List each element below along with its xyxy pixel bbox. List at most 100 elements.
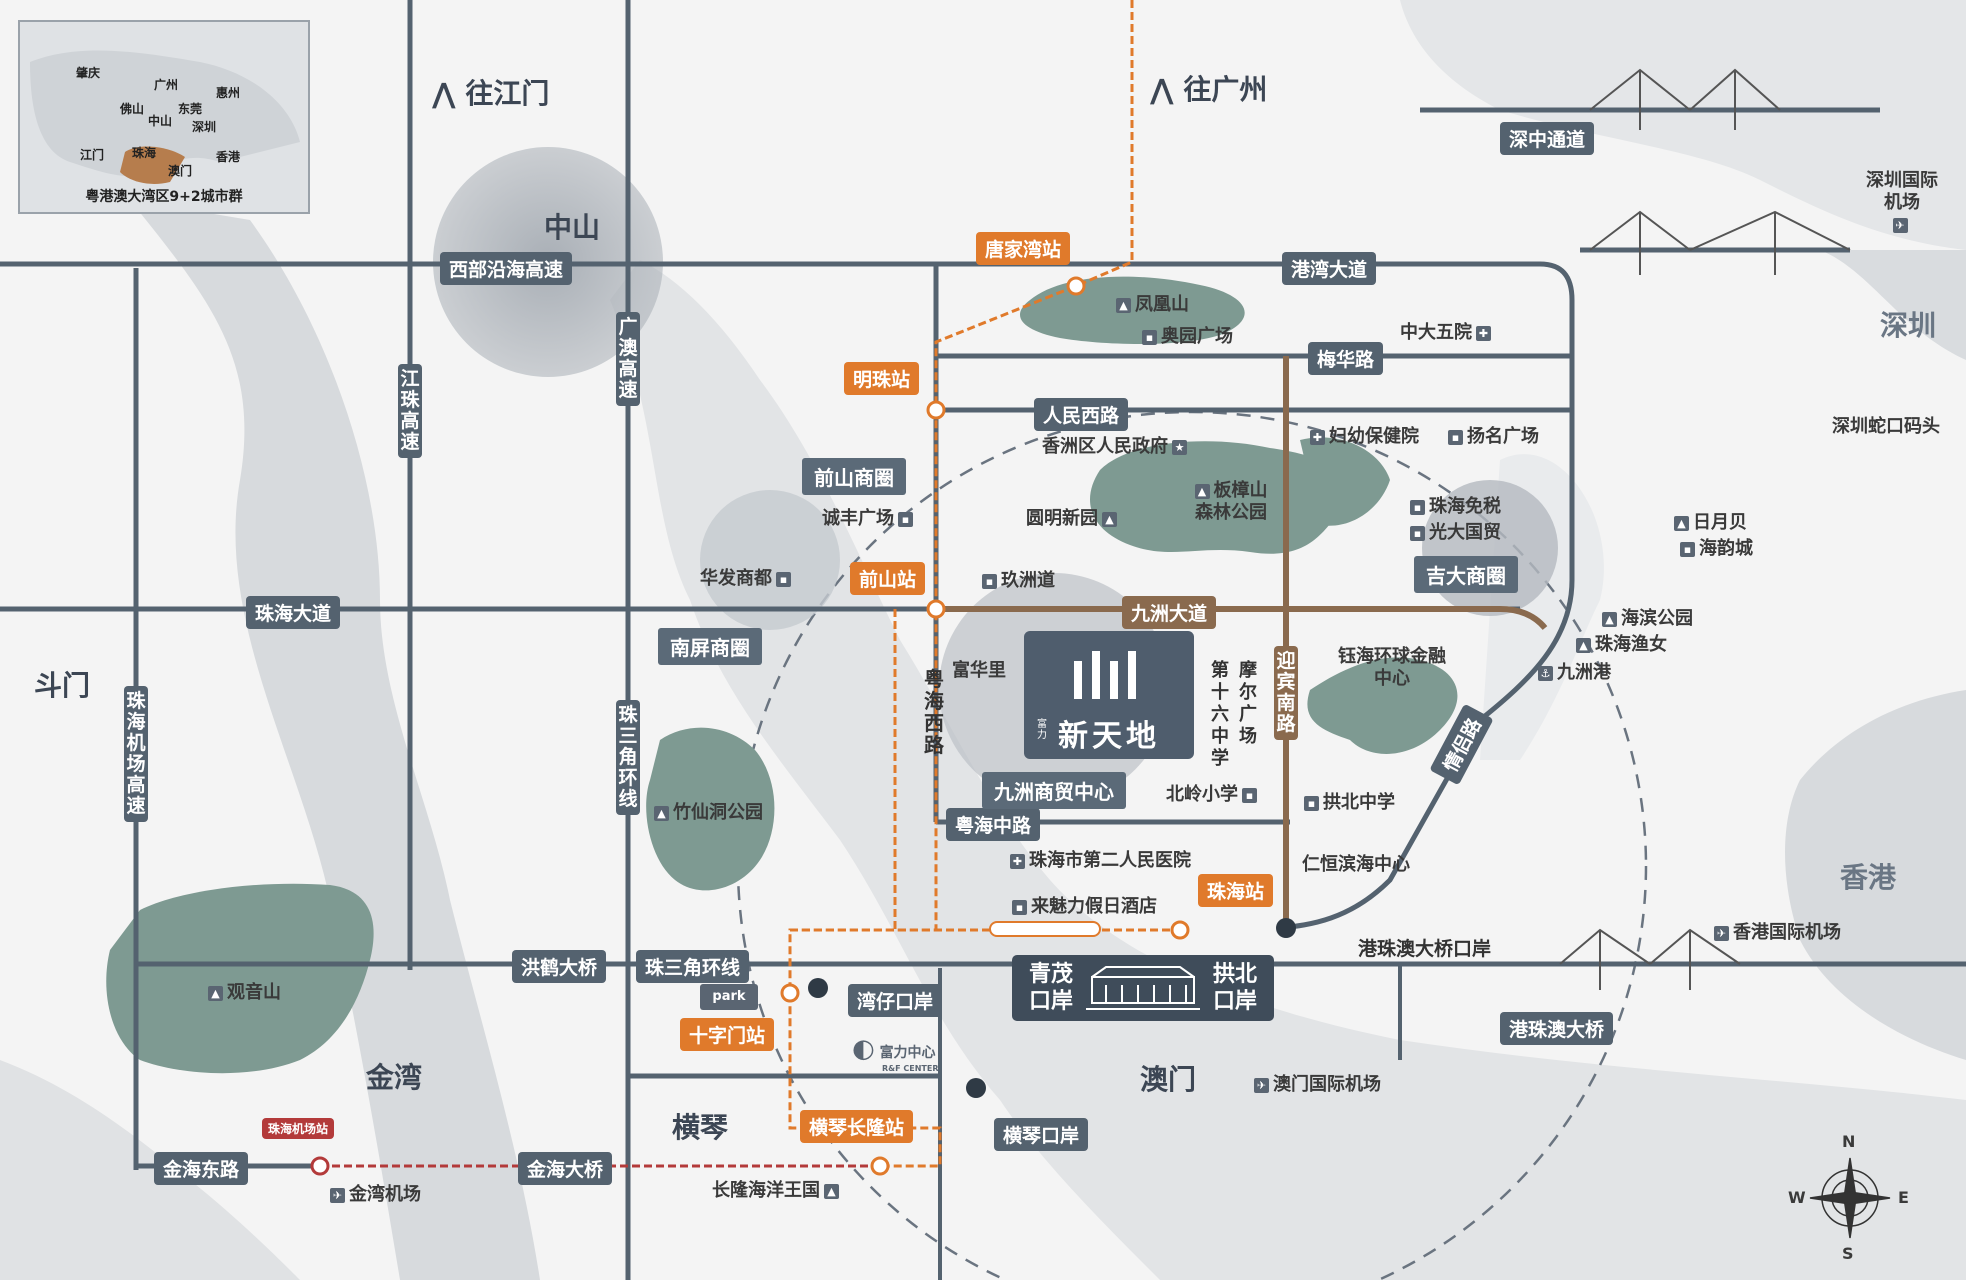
- direction-label: 往广州: [1183, 73, 1268, 106]
- mall-icon: ▪: [1410, 499, 1425, 515]
- park-icon: ▲: [1602, 611, 1617, 627]
- road-label: 港珠澳大桥口岸: [1358, 938, 1492, 960]
- poi: ▲竹仙洞公园: [654, 798, 763, 824]
- rf-center-en: R&F CENTER: [882, 1064, 939, 1073]
- direction-guangzhou: ⋀ 往广州: [1150, 68, 1267, 108]
- district-jiuzhou-trade: 九洲商贸中心: [982, 772, 1126, 809]
- poi: ▲观音山: [208, 978, 281, 1004]
- port-qingmao: 青茂口岸: [1028, 962, 1073, 1014]
- inset-city: 肇庆: [76, 66, 101, 80]
- poi-label: 玖洲道: [1001, 570, 1055, 591]
- poi: ▪光大国贸: [1410, 518, 1501, 544]
- road-label-vertical: 粤海西路: [924, 667, 944, 757]
- poi-label: 竹仙洞公园: [673, 802, 763, 823]
- port-box: 青茂口岸 拱北口岸: [1012, 955, 1274, 1021]
- hospital-icon: ✚: [1310, 429, 1325, 445]
- poi-school16: 第十六中学: [1211, 660, 1229, 769]
- port-label: 横琴口岸: [994, 1118, 1089, 1151]
- road-label-vertical: 珠海机场高速: [124, 686, 148, 822]
- park-icon: ▲: [824, 1183, 839, 1199]
- direction-jiangmen: ⋀ 往江门: [432, 72, 549, 112]
- poi: ✚妇幼保健院: [1310, 422, 1419, 448]
- hotel-icon: ▪: [1012, 899, 1027, 915]
- poi-label: 香洲区人民政府: [1042, 436, 1168, 457]
- rf-logo-icon: ◐: [852, 1034, 875, 1064]
- road-label-vertical: 珠三角环线: [616, 700, 640, 815]
- region-macau: 澳门: [1140, 1063, 1197, 1096]
- airport-icon: ✈: [1254, 1077, 1269, 1093]
- station-tangjiawan: 唐家湾站: [976, 232, 1071, 265]
- road-label-vertical: 江珠高速: [398, 364, 422, 458]
- poi: 香洲区人民政府★: [1042, 432, 1187, 458]
- district-nanping: 南屏商圈: [658, 628, 762, 665]
- inset-map: 肇庆 广州 惠州 佛山 东莞 中山 深圳 江门 珠海 香港 澳门 粤港澳大湾区9…: [18, 20, 310, 214]
- poi-label: 圆明新园: [1026, 508, 1098, 529]
- poi-moer: 摩尔广场: [1239, 660, 1257, 747]
- port-building-icon: [1086, 966, 1200, 1010]
- road-label: 粤海中路: [946, 808, 1041, 841]
- poi: 深圳国际机场✈: [1862, 170, 1942, 236]
- hospital-icon: ✚: [1476, 325, 1491, 341]
- school-icon: ▪: [1304, 795, 1319, 811]
- park-icon: ▲: [1102, 511, 1117, 527]
- poi-label: 扬名广场: [1467, 426, 1539, 447]
- poi: ✚珠海市第二人民医院: [1010, 846, 1191, 872]
- project-center: 富力 新天地: [1024, 631, 1194, 759]
- inset-city: 深圳: [192, 120, 217, 134]
- station-zhuhai: 珠海站: [1198, 874, 1274, 907]
- mall-icon: ▪: [1410, 525, 1425, 541]
- poi-label: 钰海环球金融中心: [1338, 646, 1446, 689]
- poi-label: 珠海渔女: [1595, 634, 1667, 655]
- government-icon: ★: [1172, 439, 1187, 455]
- poi: 诚丰广场▪: [822, 504, 913, 530]
- park-icon: ▲: [654, 805, 669, 821]
- poi-label: 澳门国际机场: [1273, 1074, 1381, 1095]
- mall-icon: ▪: [1680, 541, 1695, 557]
- poi-label: 长隆海洋王国: [712, 1180, 820, 1201]
- district-qianshan: 前山商圈: [802, 458, 906, 495]
- inset-city: 珠海: [132, 146, 157, 160]
- arrow-up-icon: ⋀: [1150, 73, 1174, 106]
- inset-city: 惠州: [216, 86, 241, 100]
- compass-w: W: [1788, 1188, 1806, 1207]
- mall-icon: ▪: [776, 571, 791, 587]
- poi: 中大五院✚: [1400, 318, 1491, 344]
- road-label: 梅华路: [1308, 342, 1384, 375]
- road-label: 西部沿海高速: [440, 252, 573, 285]
- inset-city: 佛山: [120, 102, 145, 116]
- upark-logo: park: [700, 984, 758, 1010]
- inset-caption: 粤港澳大湾区9+2城市群: [85, 189, 243, 205]
- poi-label: 奥园广场: [1161, 326, 1233, 347]
- poi: 富华里: [952, 656, 1006, 682]
- poi-label: 海韵城: [1699, 538, 1753, 559]
- inset-city: 东莞: [178, 102, 203, 116]
- poi: ▪奥园广场: [1142, 322, 1233, 348]
- station-mingzhu: 明珠站: [844, 362, 920, 395]
- project-brand: 富力: [1037, 719, 1047, 741]
- airport-icon: ✈: [1892, 217, 1908, 233]
- poi-label: 香港国际机场: [1733, 922, 1841, 943]
- poi: ⚓九洲港: [1538, 658, 1611, 684]
- inset-city: 澳门: [168, 164, 193, 178]
- airport-icon: ✈: [330, 1187, 345, 1203]
- port-gongbei: 拱北口岸: [1212, 962, 1257, 1014]
- poi-label: 板樟山森林公园: [1195, 480, 1268, 523]
- project-logo-icon: [1074, 651, 1136, 699]
- poi: 华发商都▪: [700, 564, 791, 590]
- poi: 长隆海洋王国▲: [712, 1176, 839, 1202]
- road-label-vertical: 广澳高速: [616, 312, 640, 406]
- poi-label: 光大国贸: [1429, 522, 1501, 543]
- road-label: 人民西路: [1034, 398, 1129, 431]
- road-label: 深中通道: [1500, 122, 1595, 155]
- mall-icon: ▪: [982, 573, 997, 589]
- region-hengqin: 横琴: [672, 1111, 729, 1144]
- road-label: 洪鹤大桥: [512, 950, 607, 983]
- poi: 北岭小学▪: [1166, 780, 1257, 806]
- station-airport: 珠海机场站: [262, 1118, 335, 1139]
- mountain-icon: ▲: [1116, 297, 1131, 313]
- school-icon: ▪: [1242, 787, 1257, 803]
- poi: 仁恒滨海中心: [1302, 850, 1410, 876]
- poi: 钰海环球金融中心: [1336, 646, 1448, 690]
